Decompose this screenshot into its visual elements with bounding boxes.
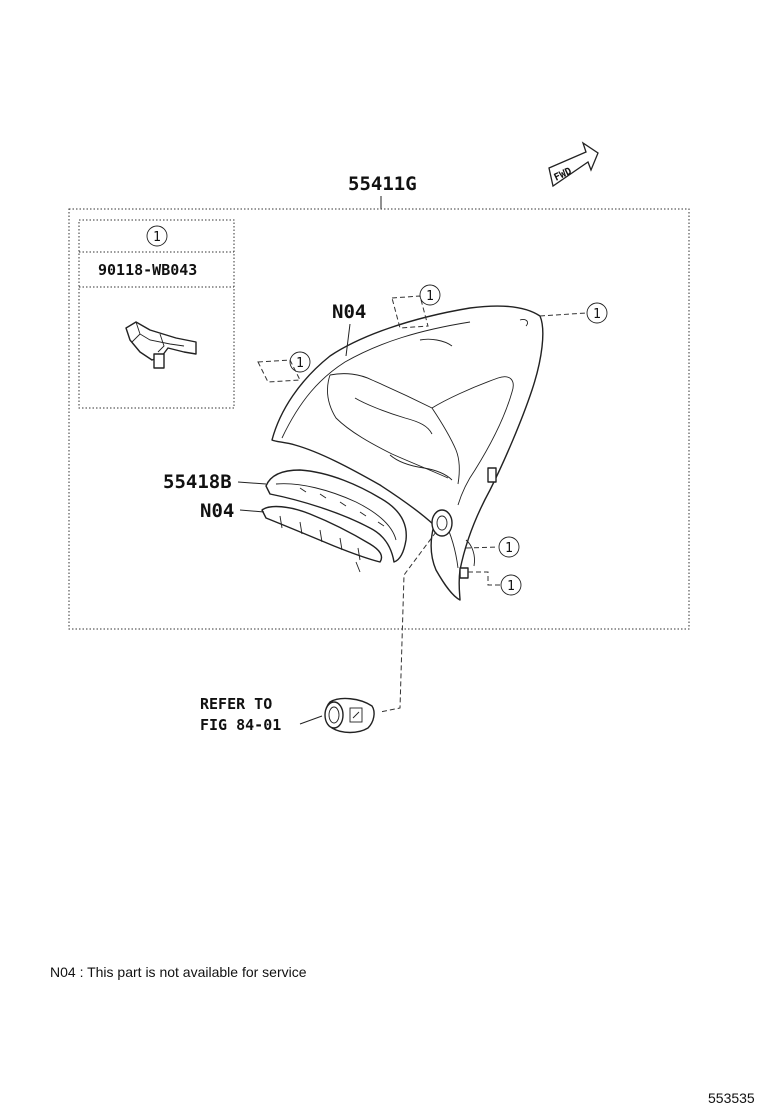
footnote: N04 : This part is not available for ser… bbox=[50, 964, 307, 980]
callout-n04-bottom: N04 bbox=[200, 500, 234, 522]
ref-marker-1: 1 bbox=[391, 284, 441, 329]
legend-part-number: 90118-WB043 bbox=[98, 261, 197, 279]
ref-marker-4: 1 bbox=[465, 536, 520, 558]
console-panel bbox=[271, 305, 544, 601]
svg-text:1: 1 bbox=[505, 541, 513, 556]
lower-trim-55418b bbox=[265, 469, 407, 563]
fwd-arrow-icon: FWD bbox=[548, 141, 599, 188]
clip-drawing bbox=[125, 321, 197, 369]
lower-bracket-n04 bbox=[261, 505, 383, 573]
svg-text:1: 1 bbox=[426, 289, 434, 304]
legend-ref-number: 1 bbox=[153, 230, 161, 245]
svg-text:1: 1 bbox=[296, 356, 304, 371]
legend-ref-circle bbox=[146, 225, 168, 247]
switch-knob bbox=[324, 697, 375, 734]
ref-marker-5: 1 bbox=[468, 571, 522, 596]
figure-number: 553535 bbox=[708, 1090, 755, 1106]
refer-to-line1: REFER TO bbox=[200, 695, 272, 713]
callout-n04-top: N04 bbox=[332, 301, 366, 323]
legend-table: 1 90118-WB043 bbox=[78, 219, 235, 409]
refer-to-line2: FIG 84-01 bbox=[200, 716, 281, 734]
svg-text:1: 1 bbox=[507, 579, 515, 594]
callout-55418b: 55418B bbox=[163, 471, 232, 493]
ref-marker-2: 1 bbox=[257, 351, 311, 383]
svg-text:1: 1 bbox=[593, 307, 601, 322]
ref-marker-3: 1 bbox=[539, 302, 608, 324]
assembly-box bbox=[68, 208, 690, 630]
assembly-label: 55411G bbox=[348, 173, 417, 195]
